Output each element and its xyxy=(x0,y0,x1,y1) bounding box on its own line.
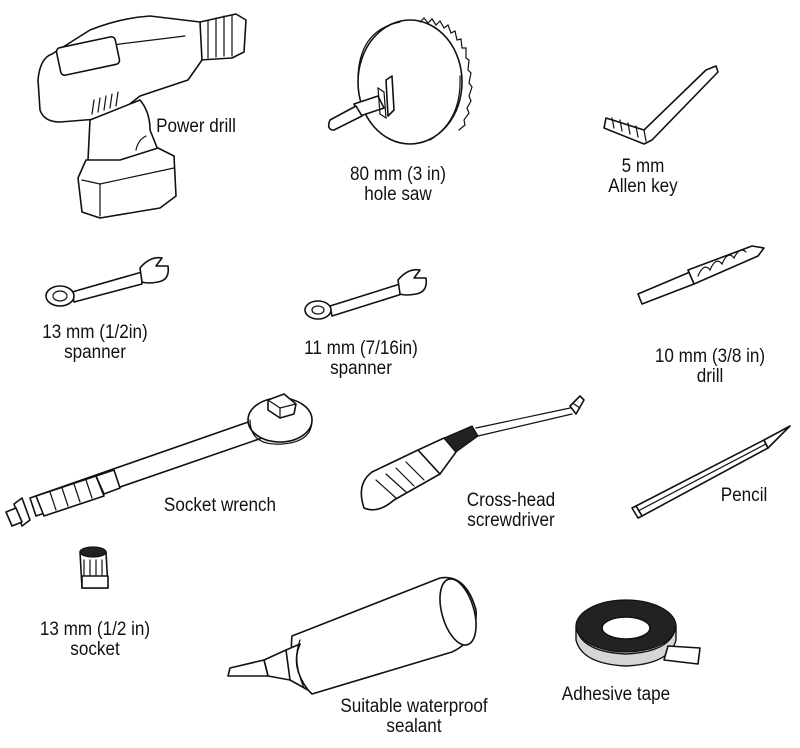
drill-bit-label: 10 mm (3/8 in) drill xyxy=(654,346,766,387)
allen-key-icon xyxy=(603,65,719,145)
sealant-tube-icon xyxy=(227,576,477,695)
socket-wrench-icon xyxy=(5,393,313,527)
spanner-13mm-label: 13 mm (1/2in) spanner xyxy=(42,322,148,363)
adhesive-tape-label: Adhesive tape xyxy=(561,684,671,705)
sealant-label: Suitable waterproof sealant xyxy=(340,696,488,737)
spanner-13mm-icon xyxy=(45,256,170,307)
power-drill-label: Power drill xyxy=(156,116,236,137)
screwdriver-label: Cross-head screwdriver xyxy=(466,490,556,531)
pencil-icon xyxy=(631,425,791,519)
socket-label: 13 mm (1/2 in) socket xyxy=(39,619,151,660)
drill-bit-icon xyxy=(637,245,765,305)
socket-icon xyxy=(79,546,109,589)
hole-saw-label: 80 mm (3 in) hole saw xyxy=(350,164,446,205)
power-drill-icon xyxy=(37,13,247,219)
pencil-label: Pencil xyxy=(720,485,768,506)
spanner-11mm-label: 11 mm (7/16in) spanner xyxy=(304,338,418,379)
screwdriver-icon xyxy=(360,395,585,511)
adhesive-tape-icon xyxy=(575,599,701,667)
hole-saw-icon xyxy=(327,17,473,145)
allen-key-label: 5 mm Allen key xyxy=(608,156,678,197)
spanner-11mm-icon xyxy=(304,268,428,320)
socket-wrench-label: Socket wrench xyxy=(163,495,277,516)
